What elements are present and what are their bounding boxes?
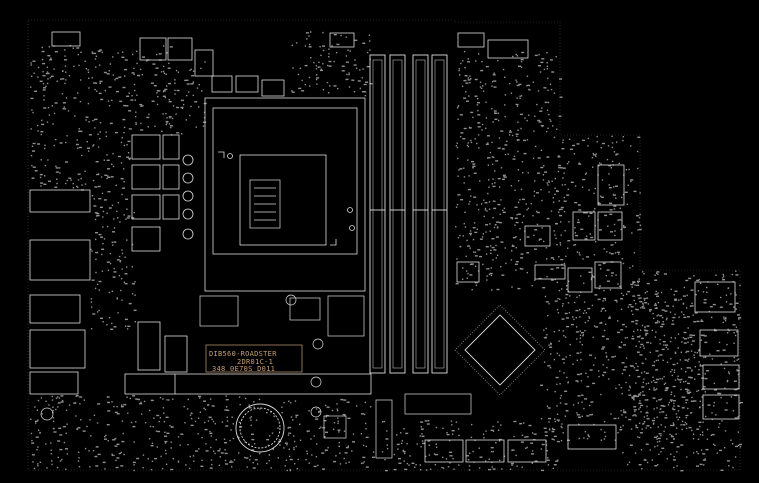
component-pads: [30, 31, 743, 472]
power-connectors: [51, 31, 529, 97]
dimm-slot-1: [369, 54, 386, 374]
chipset: [454, 304, 546, 396]
cpu-socket: [204, 97, 366, 292]
dimm-slots: [369, 54, 448, 374]
silkscreen-label-block: DIB560-ROADSTER 2DR01C-1 348 0E70S D011: [205, 344, 303, 373]
board-version-label: 2DR01C-1: [237, 358, 273, 366]
right-components: [424, 164, 740, 463]
board-model-label: DIB560-ROADSTER: [209, 350, 277, 358]
misc-components: [40, 294, 472, 459]
dimm-slot-3: [412, 54, 429, 374]
vrm-chokes: [131, 134, 194, 252]
cmos-battery: [235, 403, 285, 453]
board-partnumber-label: 348 0E70S D011: [212, 365, 275, 373]
pcie-slot: [124, 373, 372, 395]
dimm-slot-2: [389, 54, 406, 374]
rear-io-ports: [29, 189, 188, 395]
board-outline: [27, 19, 741, 471]
dimm-slot-4: [431, 54, 448, 374]
